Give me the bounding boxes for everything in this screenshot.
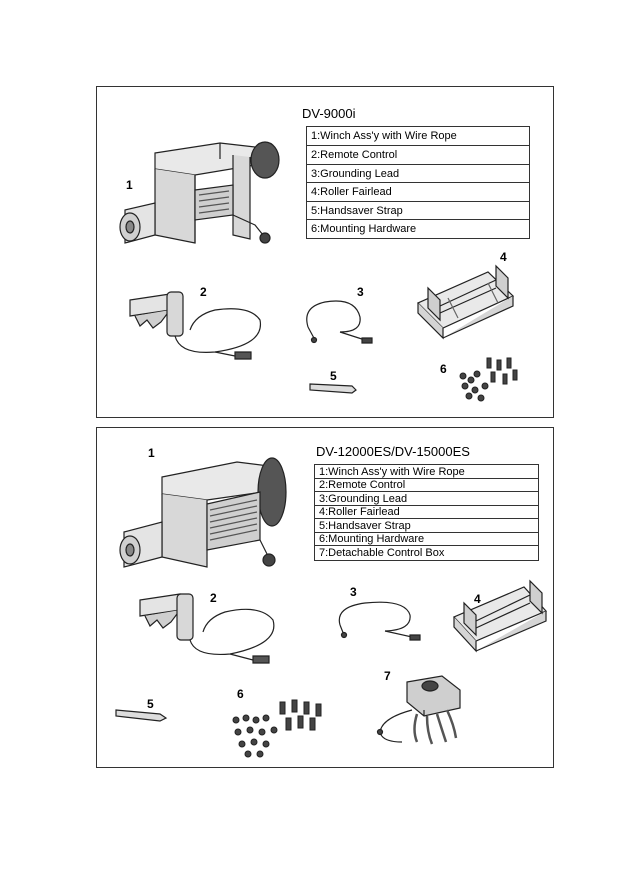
parts-list-item: 1:Winch Ass'y with Wire Rope <box>315 465 538 479</box>
mounting-hardware-drawing <box>228 700 328 760</box>
label-remote: 2 <box>210 591 217 605</box>
parts-list-item: 4:Roller Fairlead <box>315 506 538 519</box>
remote-control-drawing <box>135 592 285 667</box>
parts-list-item: 5:Handsaver Strap <box>307 202 529 220</box>
roller-fairlead-drawing <box>446 575 556 655</box>
panel-dv-9000i <box>96 86 554 418</box>
label-controlbox: 7 <box>384 669 391 683</box>
winch-drawing <box>112 452 292 577</box>
handsaver-strap-drawing <box>308 378 358 398</box>
parts-list-item: 6:Mounting Hardware <box>315 533 538 546</box>
label-lead: 3 <box>357 285 364 299</box>
label-hardware: 6 <box>440 362 447 376</box>
label-strap: 5 <box>147 697 154 711</box>
parts-list: 1:Winch Ass'y with Wire Rope 2:Remote Co… <box>314 464 539 561</box>
parts-list-item: 1:Winch Ass'y with Wire Rope <box>307 127 529 146</box>
parts-list-item: 3:Grounding Lead <box>307 165 529 183</box>
mounting-hardware-drawing <box>455 356 525 406</box>
model-title: DV-12000ES/DV-15000ES <box>316 444 470 459</box>
label-fairlead: 4 <box>474 592 481 606</box>
parts-list-item: 3:Grounding Lead <box>315 492 538 506</box>
parts-list: 1:Winch Ass'y with Wire Rope 2:Remote Co… <box>306 126 530 239</box>
parts-list-item: 6:Mounting Hardware <box>311 223 417 235</box>
label-strap: 5 <box>330 369 337 383</box>
label-lead: 3 <box>350 585 357 599</box>
parts-list-item: 5:Handsaver Strap <box>315 519 538 533</box>
remote-control-drawing <box>125 290 275 365</box>
winch-drawing <box>115 135 295 260</box>
label-winch: 1 <box>148 446 155 460</box>
model-title: DV-9000i <box>302 106 356 121</box>
grounding-lead-drawing <box>330 595 425 645</box>
label-remote: 2 <box>200 285 207 299</box>
parts-list-item: 2:Remote Control <box>315 479 538 492</box>
parts-list-item: 4:Roller Fairlead <box>307 183 529 202</box>
parts-list-item: 2:Remote Control <box>307 146 529 165</box>
grounding-lead-drawing <box>300 292 380 347</box>
label-winch: 1 <box>126 178 133 192</box>
label-fairlead: 4 <box>500 250 507 264</box>
handsaver-strap-drawing <box>114 706 169 726</box>
roller-fairlead-drawing <box>408 258 523 343</box>
label-hardware: 6 <box>237 687 244 701</box>
parts-list-item: 7:Detachable Control Box <box>319 547 445 559</box>
control-box-drawing <box>372 670 472 755</box>
